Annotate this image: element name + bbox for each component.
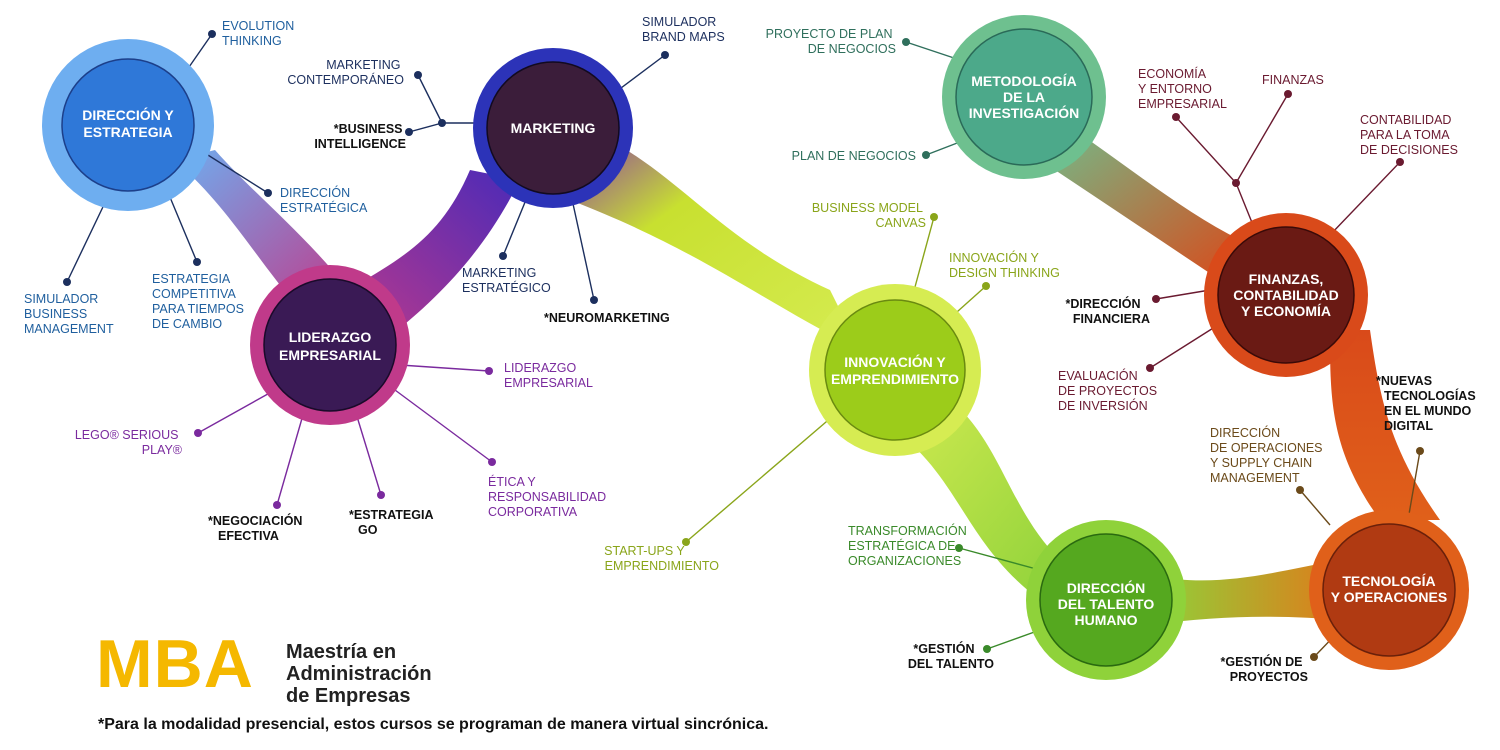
connector-finanzas-tecnologia [1330,330,1440,520]
footnote: *Para la modalidad presencial, estos cur… [98,716,769,733]
hub-title-line: HUMANO [1075,612,1138,628]
course-labels: EVOLUTION THINKING DIRECCIÓN ESTRATÉGICA… [24,15,1479,684]
course-plan-negocios: PLAN DE NEGOCIOS [792,149,916,163]
course-gestion-talento: *GESTIÓN DEL TALENTO [908,641,994,671]
course-lego-serious-play: LEGO® SERIOUS PLAY® [75,428,183,457]
hub-title-line: DE LA [1003,89,1045,105]
course-simulador-brand-maps: SIMULADOR BRAND MAPS [642,15,725,44]
course-estrategia-go: *ESTRATEGIA GO [349,508,437,537]
course-economia-entorno: ECONOMÍA Y ENTORNO EMPRESARIAL [1138,66,1227,111]
endpoint-dots [63,30,1424,661]
hub-core [955,28,1093,166]
hub-innovacion-emprendimiento: INNOVACIÓN Y EMPRENDIMIENTO [809,284,981,456]
hub-title-line: MARKETING [511,120,596,136]
hub-title-line: EMPRENDIMIENTO [831,371,959,387]
hub-title-line: LIDERAZGO [289,329,372,345]
hub-direccion-estrategia: DIRECCIÓN Y ESTRATEGIA [42,39,214,211]
hub-title-line: CONTABILIDAD [1233,287,1339,303]
hub-title-line: Y OPERACIONES [1331,589,1447,605]
course-etica-responsabilidad: ÉTICA Y RESPONSABILIDAD CORPORATIVA [488,474,610,519]
course-startups-emprendimiento: START-UPS Y EMPRENDIMIENTO [604,544,719,573]
course-transformacion-estrategica: TRANSFORMACIÓN ESTRATÉGICA DE ORGANIZACI… [848,523,970,568]
course-proyecto-plan-negocios: PROYECTO DE PLAN DE NEGOCIOS [766,27,896,56]
hub-title-line: DEL TALENTO [1058,596,1155,612]
hub-finanzas-contabilidad: FINANZAS, CONTABILIDAD Y ECONOMÍA [1204,213,1368,377]
connectors [175,120,1440,625]
course-evolution-thinking: EVOLUTION THINKING [222,19,298,48]
connector-marketing-innovacion [570,135,860,350]
course-direccion-operaciones: DIRECCIÓN DE OPERACIONES Y SUPPLY CHAIN … [1210,425,1326,485]
hub-title-line: FINANZAS, [1249,271,1324,287]
hub-title-line: EMPRESARIAL [279,347,381,363]
connector-metodologia-finanzas [1040,120,1240,280]
hub-title-line: TECNOLOGÍA [1342,573,1435,589]
course-contabilidad-decisiones: CONTABILIDAD PARA LA TOMA DE DECISIONES [1360,113,1458,157]
course-liderazgo-empresarial: LIDERAZGO EMPRESARIAL [504,361,593,390]
hub-core [1322,523,1456,657]
hub-core [824,299,966,441]
hub-core [61,58,195,192]
hub-title-line: INNOVACIÓN Y [844,353,946,370]
course-marketing-contemporaneo: MARKETING CONTEMPORÁNEO [287,58,404,87]
hub-metodologia-investigacion: METODOLOGÍA DE LA INVESTIGACIÓN [942,15,1106,179]
program-name: Maestría en Administración de Empresas [286,641,432,707]
course-simulador-business-management: SIMULADOR BUSINESS MANAGEMENT [24,292,114,336]
hub-title-line: INVESTIGACIÓN [969,104,1079,121]
course-innovacion-design-thinking: INNOVACIÓN Y DESIGN THINKING [949,250,1060,280]
course-direccion-financiera: *DIRECCIÓN FINANCIERA [1066,296,1151,326]
program-name-line: de Empresas [286,685,411,707]
course-negociacion-efectiva: *NEGOCIACIÓN EFECTIVA [208,513,306,543]
hub-direccion-talento-humano: DIRECCIÓN DEL TALENTO HUMANO [1026,520,1186,680]
course-direccion-estrategica: DIRECCIÓN ESTRATÉGICA [280,185,368,215]
course-estrategia-competitiva: ESTRATEGIA COMPETITIVA PARA TIEMPOS DE C… [152,272,247,331]
mba-logo: MBA [96,626,254,702]
hub-core [486,61,620,195]
hub-tecnologia-operaciones: TECNOLOGÍA Y OPERACIONES [1309,510,1469,670]
course-finanzas: FINANZAS [1262,73,1324,87]
hub-title-line: ESTRATEGIA [83,124,172,140]
course-marketing-estrategico: MARKETING ESTRATÉGICO [462,266,551,295]
hub-title-line: DIRECCIÓN Y [82,106,174,123]
course-neuromarketing: *NEUROMARKETING [544,311,670,325]
hub-core [263,278,397,412]
connector-talento-tecnologia [1150,560,1345,625]
hub-liderazgo-empresarial: LIDERAZGO EMPRESARIAL [250,265,410,425]
hub-core [1217,226,1355,364]
course-gestion-proyectos: *GESTIÓN DE PROYECTOS [1221,654,1308,684]
course-nuevas-tecnologias: *NUEVAS TECNOLOGÍAS EN EL MUNDO DIGITAL [1376,374,1479,433]
course-evaluacion-proyectos: EVALUACIÓN DE PROYECTOS DE INVERSIÓN [1058,368,1161,413]
hub-marketing: MARKETING [473,48,633,208]
course-business-model-canvas: BUSINESS MODEL CANVAS [812,201,926,230]
hub-title-line: Y ECONOMÍA [1241,303,1331,319]
hub-title-line: DIRECCIÓN [1067,579,1146,596]
hub-core [1039,533,1173,667]
course-business-intelligence: *BUSINESS INTELLIGENCE [314,122,406,151]
program-name-line: Administración [286,663,432,685]
leader-lines [66,33,1421,658]
hub-title-line: METODOLOGÍA [971,73,1077,89]
program-name-line: Maestría en [286,641,397,663]
